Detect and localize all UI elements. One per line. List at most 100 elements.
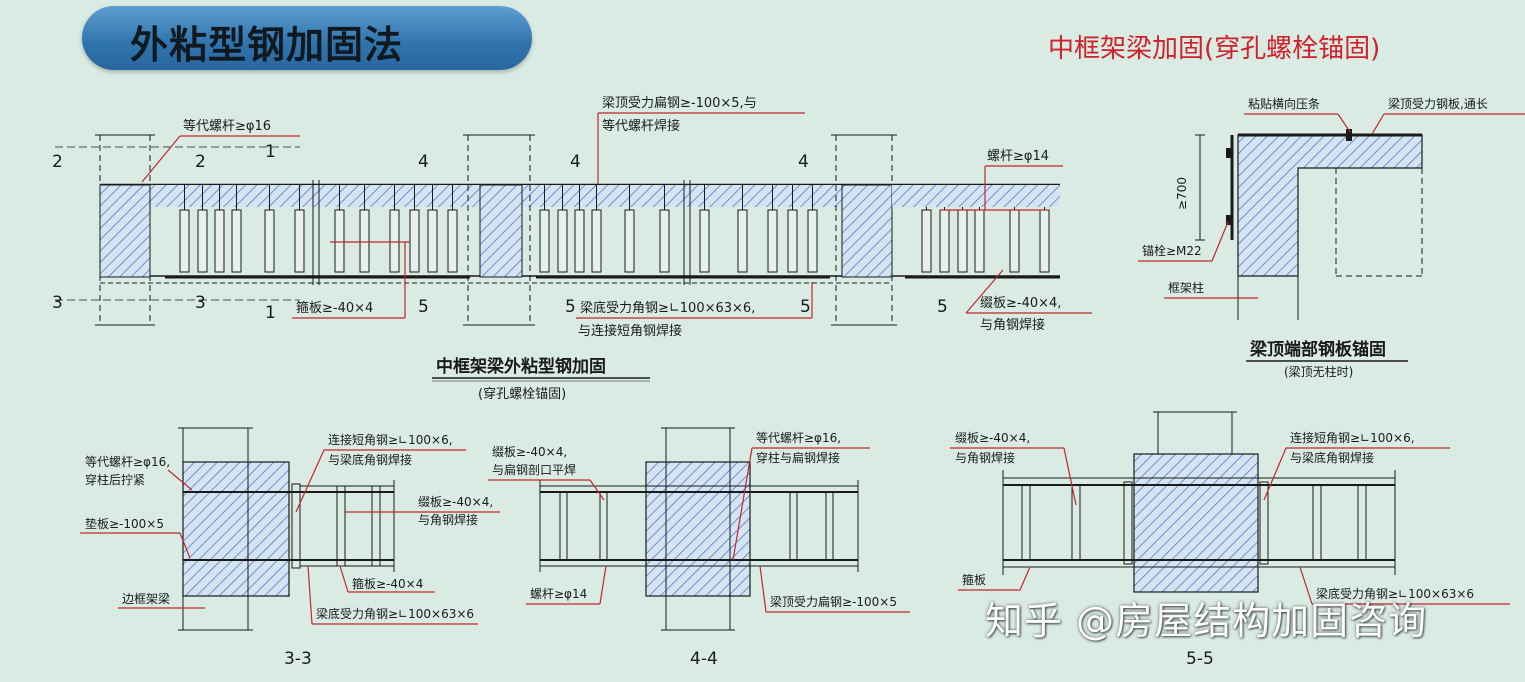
batten-plate: [539, 209, 550, 273]
section-4-4-name: 4-4: [690, 649, 718, 669]
section-mark: 5: [937, 297, 948, 317]
label-3-bottom-angle: 梁底受力角钢≥∟100×63×6: [316, 606, 474, 621]
watermark: 知乎 @房屋结构加固咨询: [985, 599, 1428, 643]
batten-plate: [447, 209, 458, 273]
batten-plate: [334, 209, 345, 273]
batten-plate: [1039, 209, 1050, 273]
batten-plate: [359, 209, 370, 273]
batten-plate: [921, 209, 932, 273]
section-mark: 5: [800, 297, 811, 317]
batten-plate: [264, 209, 275, 273]
batten-plate: [427, 209, 438, 273]
page-title: 外粘型钢加固法: [130, 23, 404, 67]
label-4-batten: 缀板≥-40×4,: [492, 445, 567, 459]
label-batten: 缀板≥-40×4,: [980, 296, 1061, 311]
column-left: [99, 184, 151, 278]
section-5-5: 缀板≥-40×4, 与角钢焊接 连接短角钢≥∟100×6, 与梁底角钢焊接 箍板…: [950, 411, 1510, 669]
batten-plate: [294, 209, 305, 273]
batten-plate: [807, 209, 818, 273]
batten-plate: [1009, 209, 1020, 273]
label-4-top-flat: 梁顶受力扁钢≥-100×5: [770, 594, 897, 609]
page-subtitle: 中框架梁加固(穿孔螺栓锚固): [1048, 34, 1381, 64]
label-hoop-plate: 箍板≥-40×4: [296, 300, 373, 316]
batten-plate: [557, 209, 568, 273]
label-5-hoop: 箍板: [962, 572, 986, 587]
label-3-equiv-bolt-2: 穿柱后拧紧: [85, 472, 145, 487]
label-4-bolt: 螺杆≥φ14: [530, 587, 587, 601]
section-5-5-name: 5-5: [1186, 649, 1214, 669]
batten-plate: [974, 209, 985, 273]
batten-plate: [957, 209, 968, 273]
batten-plate: [624, 209, 635, 273]
batten-plate: [214, 209, 225, 273]
batten-plate: [231, 209, 242, 273]
batten-plate: [591, 209, 602, 273]
label-anchor: 锚栓≥M22: [1142, 243, 1202, 258]
batten-plate: [179, 209, 190, 273]
batten-plate: [767, 209, 778, 273]
batten-plate: [197, 209, 208, 273]
end-anchor-title: 梁顶端部钢板锚固: [1249, 339, 1386, 360]
batten-plate: [787, 209, 798, 273]
label-4-batten-2: 与扁钢剖口平焊: [492, 462, 576, 477]
label-4-equiv-bolt-2: 穿柱与扁钢焊接: [756, 450, 840, 465]
label-3-short-angle: 连接短角钢≥∟100×6,: [328, 432, 453, 447]
section-mark: 4: [418, 152, 429, 172]
batten-plate: [574, 209, 585, 273]
label-bolt-14: 螺杆≥φ14: [987, 149, 1049, 164]
label-dim-700: ≥700: [1175, 177, 1189, 210]
end-anchor-subtitle: (梁顶无柱时): [1284, 364, 1353, 379]
batten-plate: [939, 209, 950, 273]
label-4-equiv-bolt: 等代螺杆≥φ16,: [756, 431, 841, 445]
batten-plate: [737, 209, 748, 273]
label-3-pad: 垫板≥-100×5: [85, 516, 164, 531]
section-mark: 3: [52, 293, 63, 313]
label-batten-2: 与角钢焊接: [980, 317, 1045, 333]
label-bottom-angle-2: 与连接短角钢焊接: [578, 323, 682, 339]
label-5-short-angle: 连接短角钢≥∟100×6,: [1290, 430, 1415, 445]
label-3-hoop: 箍板≥-40×4: [352, 576, 423, 591]
section-mark: 2: [52, 152, 63, 172]
label-5-batten: 缀板≥-40×4,: [955, 431, 1030, 445]
section-3-3-name: 3-3: [284, 649, 312, 669]
label-press-strip: 粘贴横向压条: [1248, 96, 1320, 111]
section-mark: 3: [195, 293, 206, 313]
column-middle: [479, 184, 523, 278]
batten-plates: [179, 185, 1050, 273]
label-top-plate: 梁顶受力钢板,通长: [1388, 96, 1488, 111]
section-mark: 1: [265, 303, 276, 323]
label-top-flat-steel: 梁顶受力扁钢≥-100×5,与: [602, 96, 757, 111]
title-banner: [82, 6, 532, 70]
section-4-4: 缀板≥-40×4, 与扁钢剖口平焊 等代螺杆≥φ16, 穿柱与扁钢焊接 螺杆≥φ…: [488, 427, 910, 669]
section-mark: 5: [565, 297, 576, 317]
label-bottom-angle: 梁底受力角钢≥∟100×63×6,: [580, 300, 755, 316]
end-anchor-detail: ≥700 粘贴横向压条 梁顶受力钢板,通长 锚栓≥M22 框架柱 梁顶端部钢板锚…: [1138, 96, 1525, 379]
column-right: [841, 184, 893, 278]
label-5-short-angle-2: 与梁底角钢焊接: [1290, 450, 1374, 465]
section-mark: 4: [570, 152, 581, 172]
batten-plate: [409, 209, 420, 273]
label-3-equiv-bolt: 等代螺杆≥φ16,: [85, 455, 170, 469]
label-3-short-angle-2: 与梁底角钢焊接: [328, 452, 412, 467]
label-3-edge-beam: 边框架梁: [122, 591, 170, 606]
label-3-batten: 缀板≥-40×4,: [418, 495, 493, 509]
label-5-bottom-angle: 梁底受力角钢≥∟100×63×6: [1316, 586, 1474, 601]
elevation-title: 中框架梁外粘型钢加固: [436, 356, 606, 377]
batten-plate: [389, 209, 400, 273]
batten-plate: [699, 209, 710, 273]
elevation-drawing: [55, 134, 1060, 326]
label-5-batten-2: 与角钢焊接: [955, 450, 1015, 465]
label-top-flat-steel-2: 等代螺杆焊接: [602, 118, 680, 134]
elevation-labels: 等代螺杆≥φ16 梁顶受力扁钢≥-100×5,与 等代螺杆焊接 螺杆≥φ14 箍…: [141, 96, 1092, 402]
section-mark: 2: [195, 152, 206, 172]
label-3-batten-2: 与角钢焊接: [418, 512, 478, 527]
batten-plate: [659, 209, 670, 273]
elevation-subtitle: (穿孔螺栓锚固): [478, 386, 566, 402]
section-marks: 2 2 1 4 4 4 3 3 1 5 5 5 5: [52, 142, 948, 323]
section-mark: 4: [798, 152, 809, 172]
section-3-3: 等代螺杆≥φ16, 穿柱后拧紧 垫板≥-100×5 连接短角钢≥∟100×6, …: [80, 427, 500, 669]
label-equiv-bolt: 等代螺杆≥φ16: [183, 118, 271, 134]
label-column: 框架柱: [1168, 280, 1204, 295]
section-mark: 1: [265, 142, 276, 162]
